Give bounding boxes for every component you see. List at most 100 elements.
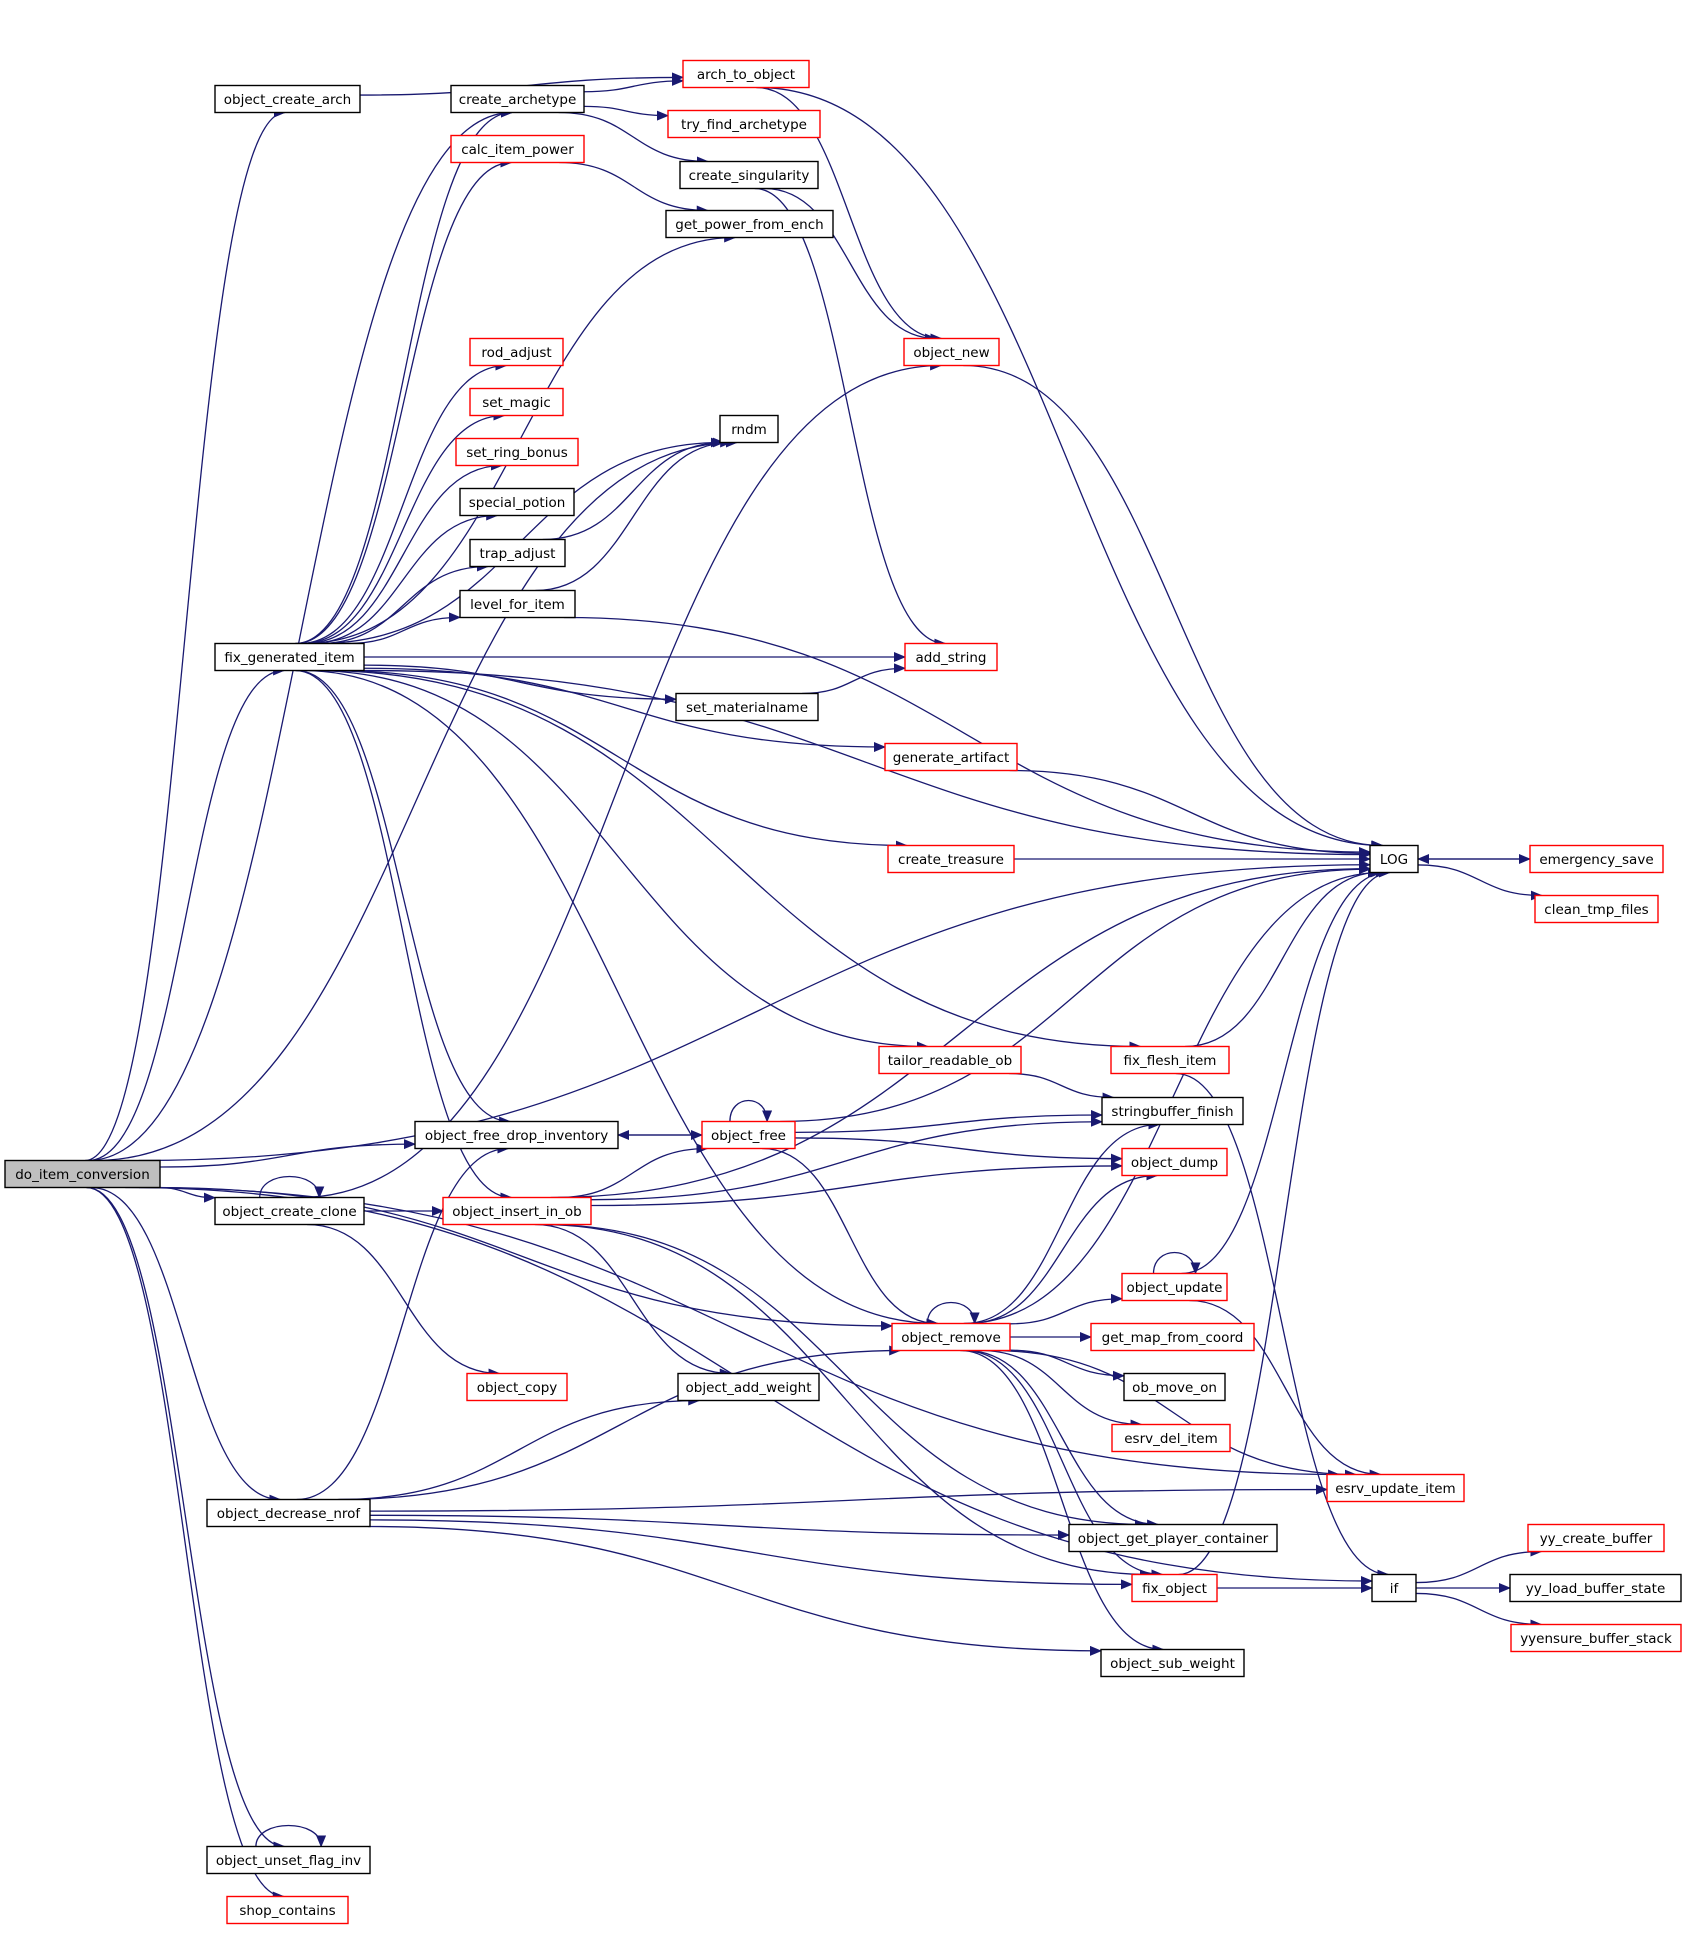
node-label-esrv_update_item: esrv_update_item <box>1335 1481 1455 1497</box>
node-label-get_map_from_coord: get_map_from_coord <box>1102 1330 1244 1346</box>
node-ob_move_on[interactable]: ob_move_on <box>1123 1372 1226 1402</box>
node-rndm[interactable]: rndm <box>719 414 779 444</box>
edge-create_archetype-to-try_find_archetype <box>583 105 669 121</box>
node-object_update[interactable]: object_update <box>1121 1272 1228 1302</box>
node-yy_load_buffer_state[interactable]: yy_load_buffer_state <box>1509 1573 1682 1603</box>
node-object_decrease_nrof[interactable]: object_decrease_nrof <box>206 1498 371 1528</box>
node-object_sub_weight[interactable]: object_sub_weight <box>1100 1648 1245 1678</box>
node-create_archetype[interactable]: create_archetype <box>450 84 585 114</box>
node-fix_generated_item[interactable]: fix_generated_item <box>214 642 365 672</box>
node-object_free[interactable]: object_free <box>701 1120 796 1150</box>
edge-object_create_clone-to-object_new <box>299 360 943 1199</box>
node-fix_flesh_item[interactable]: fix_flesh_item <box>1110 1045 1230 1075</box>
node-label-object_update: object_update <box>1127 1280 1223 1296</box>
node-label-try_find_archetype: try_find_archetype <box>681 117 807 133</box>
node-object_create_clone[interactable]: object_create_clone <box>214 1196 365 1226</box>
node-arch_to_object[interactable]: arch_to_object <box>682 59 810 89</box>
node-label-object_insert_in_ob: object_insert_in_ob <box>452 1204 581 1220</box>
node-box-object_insert_in_ob <box>442 1196 592 1226</box>
node-box-esrv_del_item <box>1111 1423 1231 1453</box>
node-trap_adjust[interactable]: trap_adjust <box>469 538 566 568</box>
node-calc_item_power[interactable]: calc_item_power <box>450 134 585 164</box>
node-box-yyensure_buffer_stack <box>1510 1623 1682 1653</box>
node-if[interactable]: if <box>1371 1573 1417 1603</box>
node-box-create_archetype <box>450 84 585 114</box>
node-rod_adjust[interactable]: rod_adjust <box>469 337 564 367</box>
edge-trap_adjust-to-rndm <box>542 437 725 541</box>
edge-fix_generated_item-to-LOG <box>363 669 1371 860</box>
node-do_item_conversion[interactable]: do_item_conversion <box>4 1159 161 1189</box>
node-box-object_create_arch <box>214 84 361 114</box>
node-shop_contains[interactable]: shop_contains <box>226 1895 349 1925</box>
node-box-LOG <box>1369 844 1419 874</box>
node-create_treasure[interactable]: create_treasure <box>887 844 1015 874</box>
node-object_new[interactable]: object_new <box>903 337 1000 367</box>
edge-tailor_readable_ob-to-stringbuffer_finish <box>1008 1072 1115 1103</box>
edge-fix_generated_item-to-special_potion <box>309 510 499 645</box>
node-label-tailor_readable_ob: tailor_readable_ob <box>888 1053 1013 1069</box>
edge-object_remove-to-object_dump <box>968 1170 1159 1325</box>
edge-if-to-yy_create_buffer <box>1415 1546 1543 1584</box>
node-set_ring_bonus[interactable]: set_ring_bonus <box>455 437 579 467</box>
node-label-if: if <box>1390 1581 1400 1597</box>
node-object_get_player_container[interactable]: object_get_player_container <box>1068 1523 1278 1553</box>
edge-do_item_conversion-to-esrv_update_item <box>138 1186 1341 1480</box>
node-object_add_weight[interactable]: object_add_weight <box>677 1372 820 1402</box>
node-esrv_update_item[interactable]: esrv_update_item <box>1326 1473 1465 1503</box>
node-object_copy[interactable]: object_copy <box>466 1372 568 1402</box>
node-generate_artifact[interactable]: generate_artifact <box>884 742 1018 772</box>
node-object_free_drop_inventory[interactable]: object_free_drop_inventory <box>414 1120 619 1150</box>
node-label-calc_item_power: calc_item_power <box>461 142 574 158</box>
node-object_insert_in_ob[interactable]: object_insert_in_ob <box>442 1196 592 1226</box>
node-object_dump[interactable]: object_dump <box>1121 1147 1228 1177</box>
node-box-yy_create_buffer <box>1527 1523 1665 1553</box>
node-box-fix_generated_item <box>214 642 365 672</box>
node-box-try_find_archetype <box>667 109 821 139</box>
node-yyensure_buffer_stack[interactable]: yyensure_buffer_stack <box>1510 1623 1682 1653</box>
node-box-object_copy <box>466 1372 568 1402</box>
edge-object_create_clone-to-object_copy <box>306 1223 501 1379</box>
edge-generate_artifact-to-LOG <box>1009 769 1371 859</box>
edge-fix_generated_item-to-object_insert_in_ob <box>295 669 513 1203</box>
edge-do_item_conversion-to-create_archetype <box>87 107 514 1162</box>
node-clean_tmp_files[interactable]: clean_tmp_files <box>1534 894 1659 924</box>
node-esrv_del_item[interactable]: esrv_del_item <box>1111 1423 1231 1453</box>
node-object_create_arch[interactable]: object_create_arch <box>214 84 361 114</box>
node-yy_create_buffer[interactable]: yy_create_buffer <box>1527 1523 1665 1553</box>
node-box-stringbuffer_finish <box>1101 1096 1244 1126</box>
edge-object_free-to-stringbuffer_finish <box>794 1109 1103 1134</box>
node-label-object_create_arch: object_create_arch <box>224 92 351 108</box>
node-fix_object[interactable]: fix_object <box>1131 1573 1218 1603</box>
node-box-calc_item_power <box>450 134 585 164</box>
edge-fix_generated_item-to-trap_adjust <box>319 561 489 645</box>
node-get_map_from_coord[interactable]: get_map_from_coord <box>1090 1322 1255 1352</box>
node-box-arch_to_object <box>682 59 810 89</box>
node-create_singularity[interactable]: create_singularity <box>679 160 819 190</box>
node-level_for_item[interactable]: level_for_item <box>459 589 576 619</box>
node-label-object_dump: object_dump <box>1131 1155 1218 1171</box>
node-label-rndm: rndm <box>731 422 767 438</box>
edge-object_decrease_nrof-to-object_get_player_container <box>369 1514 1070 1541</box>
node-get_power_from_ench[interactable]: get_power_from_ench <box>665 209 834 239</box>
node-set_magic[interactable]: set_magic <box>469 387 564 417</box>
node-label-shop_contains: shop_contains <box>239 1903 335 1919</box>
node-tailor_readable_ob[interactable]: tailor_readable_ob <box>878 1045 1022 1075</box>
node-object_remove[interactable]: object_remove <box>891 1322 1011 1352</box>
node-stringbuffer_finish[interactable]: stringbuffer_finish <box>1101 1096 1244 1126</box>
node-emergency_save[interactable]: emergency_save <box>1529 844 1664 874</box>
node-label-object_remove: object_remove <box>901 1330 1001 1346</box>
edge-object_decrease_nrof-to-object_sub_weight <box>368 1525 1102 1656</box>
node-LOG[interactable]: LOG <box>1369 844 1419 874</box>
node-box-get_map_from_coord <box>1090 1322 1255 1352</box>
node-object_unset_flag_inv[interactable]: object_unset_flag_inv <box>206 1845 371 1875</box>
edge-fix_generated_item-to-calc_item_power <box>295 157 513 645</box>
node-try_find_archetype[interactable]: try_find_archetype <box>667 109 821 139</box>
edge-level_for_item-to-rndm <box>535 437 733 592</box>
node-add_string[interactable]: add_string <box>904 642 998 672</box>
edge-LOG-to-clean_tmp_files <box>1417 864 1543 901</box>
node-set_materialname[interactable]: set_materialname <box>675 692 819 722</box>
node-box-rod_adjust <box>469 337 564 367</box>
node-special_potion[interactable]: special_potion <box>459 487 575 517</box>
node-label-yyensure_buffer_stack: yyensure_buffer_stack <box>1520 1631 1672 1647</box>
